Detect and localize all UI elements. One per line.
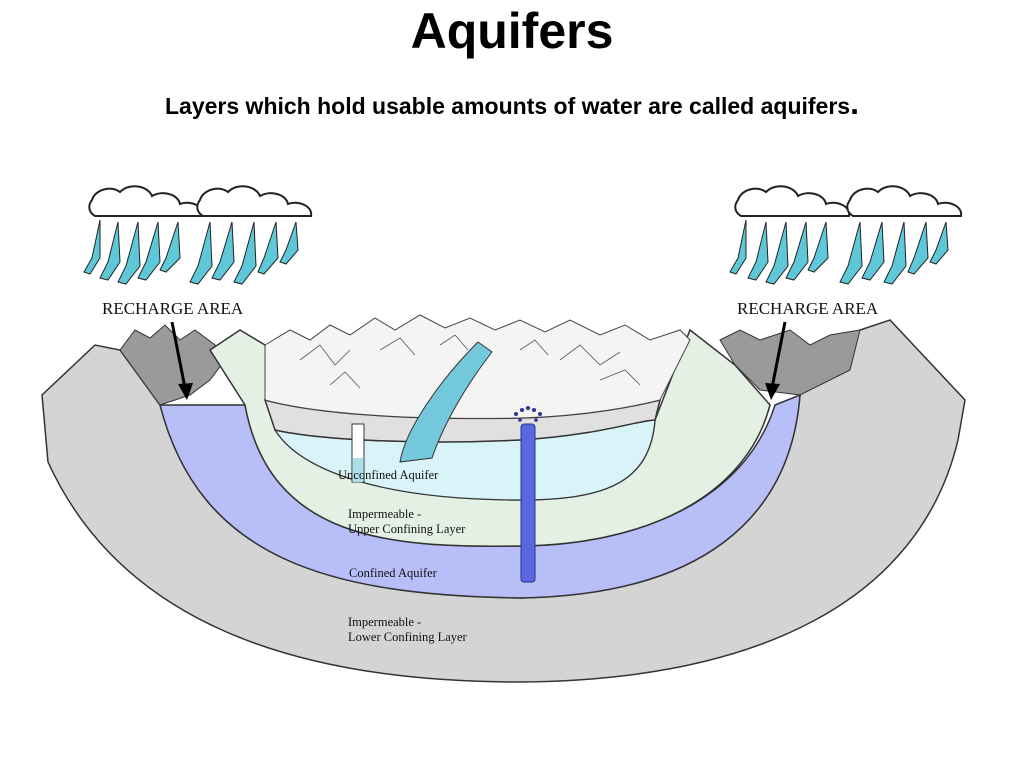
upper-layer-label-line2: Upper Confining Layer <box>348 522 466 536</box>
page-title: Aquifers <box>410 3 614 59</box>
recharge-area-label-right: RECHARGE AREA <box>737 299 879 318</box>
shallow-well-water <box>353 458 363 482</box>
left-mountains <box>119 324 226 406</box>
page-subtitle: Layers which hold usable amounts of wate… <box>0 85 1024 121</box>
artesian-spray-icon <box>514 406 542 422</box>
upper-layer-label-line1: Impermeable - <box>348 507 421 521</box>
right-mountains <box>719 329 861 396</box>
rain-cloud-icon <box>729 185 963 285</box>
lower-layer-label-line1: Impermeable - <box>348 615 421 629</box>
mountain-ridges <box>299 334 641 389</box>
recharge-area-label-left: RECHARGE AREA <box>102 299 244 318</box>
confined-aquifer-label: Confined Aquifer <box>349 566 438 580</box>
subtitle-text: Layers which hold usable amounts of wate… <box>165 93 851 119</box>
rain-cloud-icon <box>83 185 313 285</box>
river <box>399 341 493 463</box>
subtitle-period: . <box>850 85 859 121</box>
lower-layer-label-line2: Lower Confining Layer <box>348 630 468 644</box>
recharge-arrow-left <box>170 321 193 400</box>
unconfined-aquifer-label: Unconfined Aquifer <box>338 468 439 482</box>
artesian-well <box>520 423 536 583</box>
recharge-arrow-right <box>765 321 787 400</box>
